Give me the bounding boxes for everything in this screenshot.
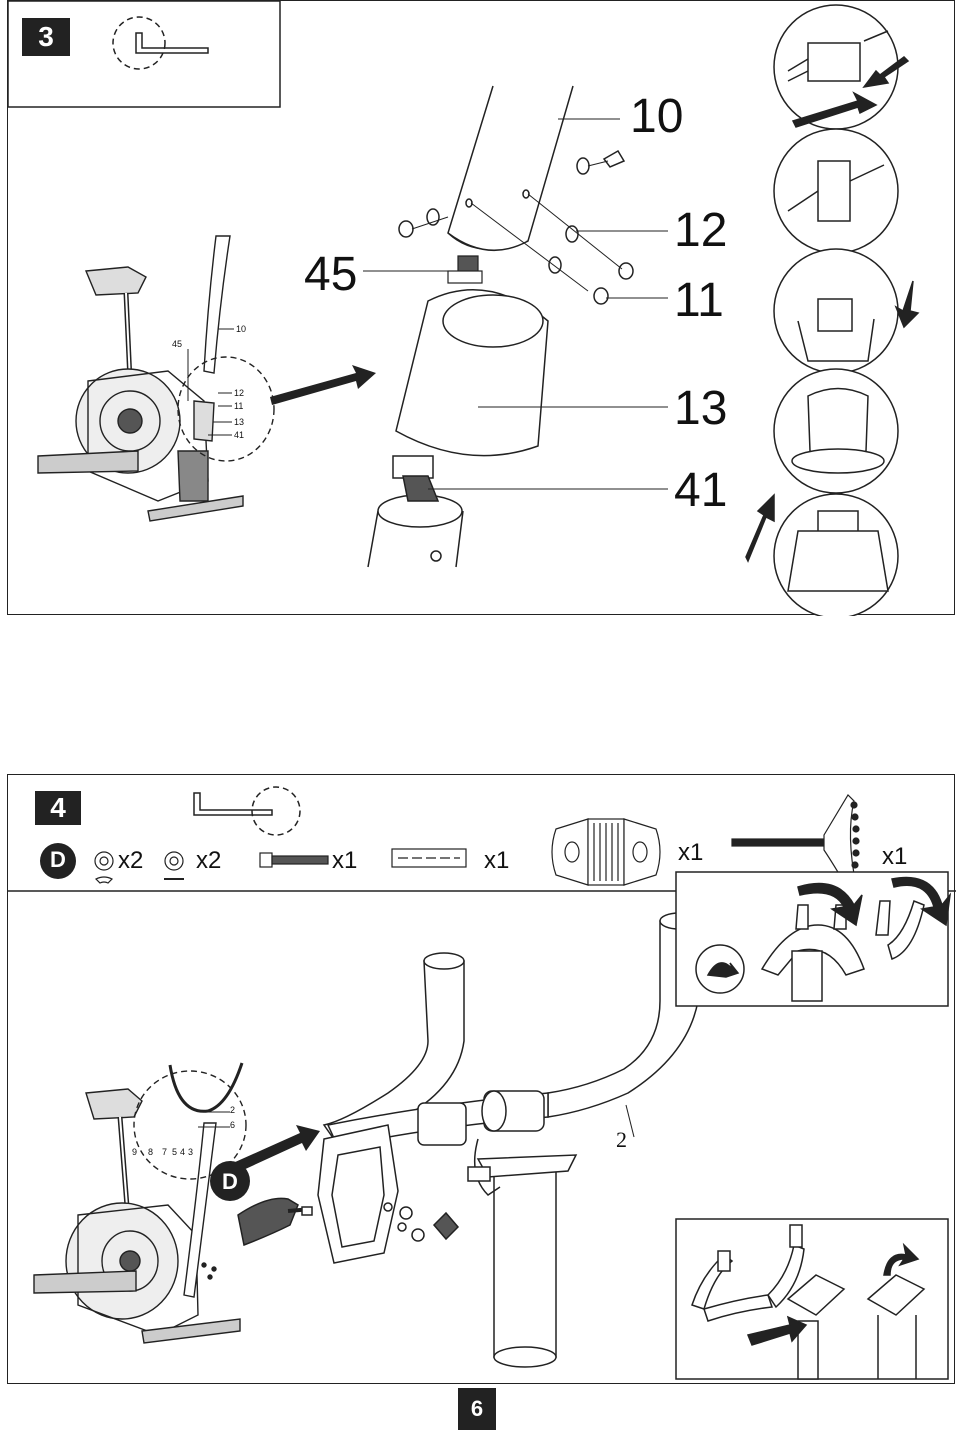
mini-callout-5: 5 [172, 1147, 178, 1157]
callout-13: 13 [674, 382, 728, 435]
callout-12: 12 [674, 204, 728, 257]
step-number-badge: 3 [22, 18, 70, 56]
callout-41: 41 [674, 464, 728, 517]
knob-bolt-icon [731, 794, 860, 890]
allen-key-icon [193, 786, 301, 836]
mini-callout-12: 12 [234, 388, 245, 398]
detail-box-rotate [675, 871, 952, 1007]
shroud-13-drawing [395, 289, 549, 457]
mini-callout-8: 8 [148, 1147, 154, 1157]
hardware-pack-label: D [50, 847, 66, 872]
page-number: 6 [458, 1388, 496, 1430]
handlebar-drawing [237, 912, 699, 1368]
step-4-illustration [8, 786, 956, 1380]
mini-callout-7: 7 [162, 1147, 168, 1157]
tube-10-drawing [398, 85, 634, 305]
callout-45: 45 [304, 248, 358, 301]
tube-41-drawing [367, 455, 464, 568]
spring-washer-icon [94, 851, 114, 884]
mini-callout-13: 13 [234, 417, 245, 427]
part-qty-spacer: x1 [484, 847, 510, 874]
direction-arrow [270, 365, 376, 405]
callout-10: 10 [630, 90, 684, 143]
step-3-panel: 3 45 10 12 11 13 41 45 10 12 11 13 41 [7, 0, 955, 616]
mini-callout-11: 11 [234, 401, 244, 411]
part-qty-bracket: x1 [678, 839, 704, 866]
mini-callout-3: 3 [188, 1147, 194, 1157]
mini-callout-2: 2 [230, 1105, 236, 1115]
hardware-pack-d-label: D [222, 1169, 238, 1194]
part-qty-spring-washer: x2 [118, 847, 144, 874]
mini-callout-41: 41 [234, 430, 245, 440]
allen-key-icon [112, 16, 209, 70]
step-4-panel: 4 D x2 x2 x1 x1 x1 x1 2 2 6 9 8 7 5 4 3 … [7, 774, 956, 1384]
bike-overview-drawing [33, 1062, 247, 1344]
detail-box-attach [675, 1218, 949, 1380]
connector-detail-circles [745, 4, 920, 616]
part-qty-knob-bolt: x1 [882, 843, 908, 870]
mini-callout-6: 6 [230, 1120, 236, 1130]
hardware-pack-badge [40, 843, 76, 879]
part-qty-bolt: x1 [332, 847, 358, 874]
flat-washer-icon [164, 851, 184, 880]
spacer-icon [391, 848, 467, 868]
bolt-icon [259, 852, 329, 868]
callout-2: 2 [616, 1127, 627, 1152]
connector-45-drawing [447, 255, 483, 284]
mini-callout-10: 10 [236, 324, 247, 334]
direction-arrow [224, 1125, 320, 1177]
bracket-icon [551, 818, 661, 886]
mini-callout-9: 9 [132, 1147, 138, 1157]
step-3-illustration [8, 1, 920, 616]
bike-overview-drawing [37, 235, 275, 522]
mini-callout-45: 45 [172, 339, 183, 349]
part-qty-flat-washer: x2 [196, 847, 222, 874]
step-number-badge: 4 [35, 791, 81, 825]
callout-11: 11 [674, 274, 724, 327]
mini-callout-4: 4 [180, 1147, 186, 1157]
